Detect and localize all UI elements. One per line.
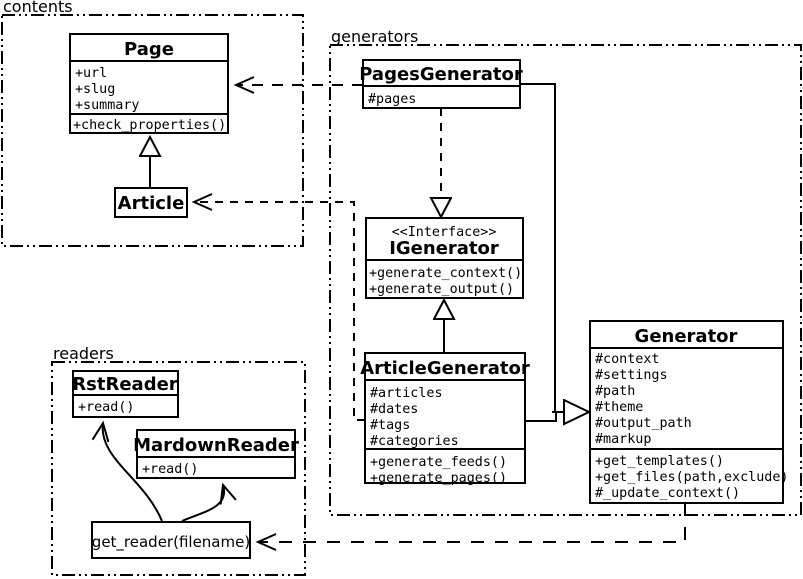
package-contents-border	[1, 14, 304, 247]
package-readers-border	[51, 361, 306, 576]
class-page: Page +url +slug +summary +check_properti…	[69, 33, 229, 134]
attribute-label: +summary	[75, 98, 140, 113]
class-generator-title: Generator	[635, 326, 738, 347]
class-pagesgenerator-box	[362, 59, 521, 109]
class-igenerator: <<Interface>> IGenerator +generate_conte…	[365, 217, 524, 299]
class-igenerator-stereotype: <<Interface>>	[392, 225, 497, 240]
class-mardownreader-title: MardownReader	[133, 435, 299, 456]
class-page-title: Page	[124, 39, 174, 60]
attribute-label: #dates	[370, 402, 418, 417]
attribute-label: +url	[75, 66, 107, 81]
attribute-label: #output_path	[595, 416, 692, 431]
attribute-label: #settings	[595, 368, 668, 383]
class-igenerator-title: IGenerator	[389, 238, 499, 259]
class-mardownreader: MardownReader +read()	[133, 429, 299, 479]
class-articlegenerator-title: ArticleGenerator	[360, 358, 530, 379]
node-get-reader-label: get_reader(filename)	[92, 533, 250, 552]
class-article-box	[114, 187, 188, 218]
method-label: +get_files(path,exclude)	[595, 470, 788, 485]
attribute-label: #categories	[370, 434, 459, 449]
attribute-label: #context	[595, 352, 660, 367]
method-label: #_update_context()	[595, 486, 740, 501]
edge-getreader-to-mardownreader	[181, 482, 237, 522]
class-mardownreader-box	[136, 429, 296, 479]
attribute-label: #markup	[595, 432, 651, 447]
method-label: +generate_context()	[369, 266, 522, 281]
edge-getreader-to-rstreader	[91, 420, 163, 522]
class-generator: Generator #context #settings #path #them…	[589, 320, 788, 504]
method-label: +get_templates()	[595, 454, 724, 469]
node-get-reader: get_reader(filename)	[91, 521, 251, 559]
class-pagesgenerator: PagesGenerator #pages	[359, 59, 523, 109]
method-label: +generate_feeds()	[370, 455, 507, 470]
attribute-label: #pages	[368, 92, 416, 107]
node-get-reader-box	[91, 521, 251, 559]
edge-articlegenerator-to-generator-line	[525, 412, 557, 422]
class-rstreader: RstReader +read()	[72, 370, 179, 418]
class-articlegenerator: ArticleGenerator #articles #dates #tags …	[360, 352, 530, 486]
method-label: +generate_output()	[369, 282, 514, 297]
attribute-label: #theme	[595, 400, 643, 415]
class-articlegenerator-box	[364, 352, 526, 484]
class-igenerator-box	[365, 217, 524, 299]
edge-pagesgenerator-to-generator-line	[520, 83, 556, 412]
package-readers-label: readers	[53, 344, 114, 363]
attribute-label: #path	[595, 384, 635, 399]
class-article-title: Article	[118, 193, 185, 214]
class-page-box	[69, 33, 229, 134]
edge-articlegenerator-to-article-dependency	[191, 193, 365, 421]
method-label: +generate_pages()	[370, 471, 507, 486]
package-generators-label: generators	[331, 27, 418, 46]
attribute-label: #articles	[370, 386, 443, 401]
method-label: +check_properties()	[73, 118, 226, 133]
package-generators-border	[329, 44, 802, 516]
class-pagesgenerator-title: PagesGenerator	[359, 64, 523, 85]
method-label: +read()	[78, 400, 134, 415]
edge-generator-to-getreader-dependency	[255, 503, 686, 551]
class-article: Article	[114, 187, 188, 218]
attribute-label: #tags	[370, 418, 410, 433]
class-generator-box	[589, 320, 784, 504]
attribute-label: +slug	[75, 82, 115, 97]
package-contents-label: contents	[3, 0, 73, 16]
class-rstreader-title: RstReader	[72, 374, 177, 395]
method-label: +read()	[142, 462, 198, 477]
